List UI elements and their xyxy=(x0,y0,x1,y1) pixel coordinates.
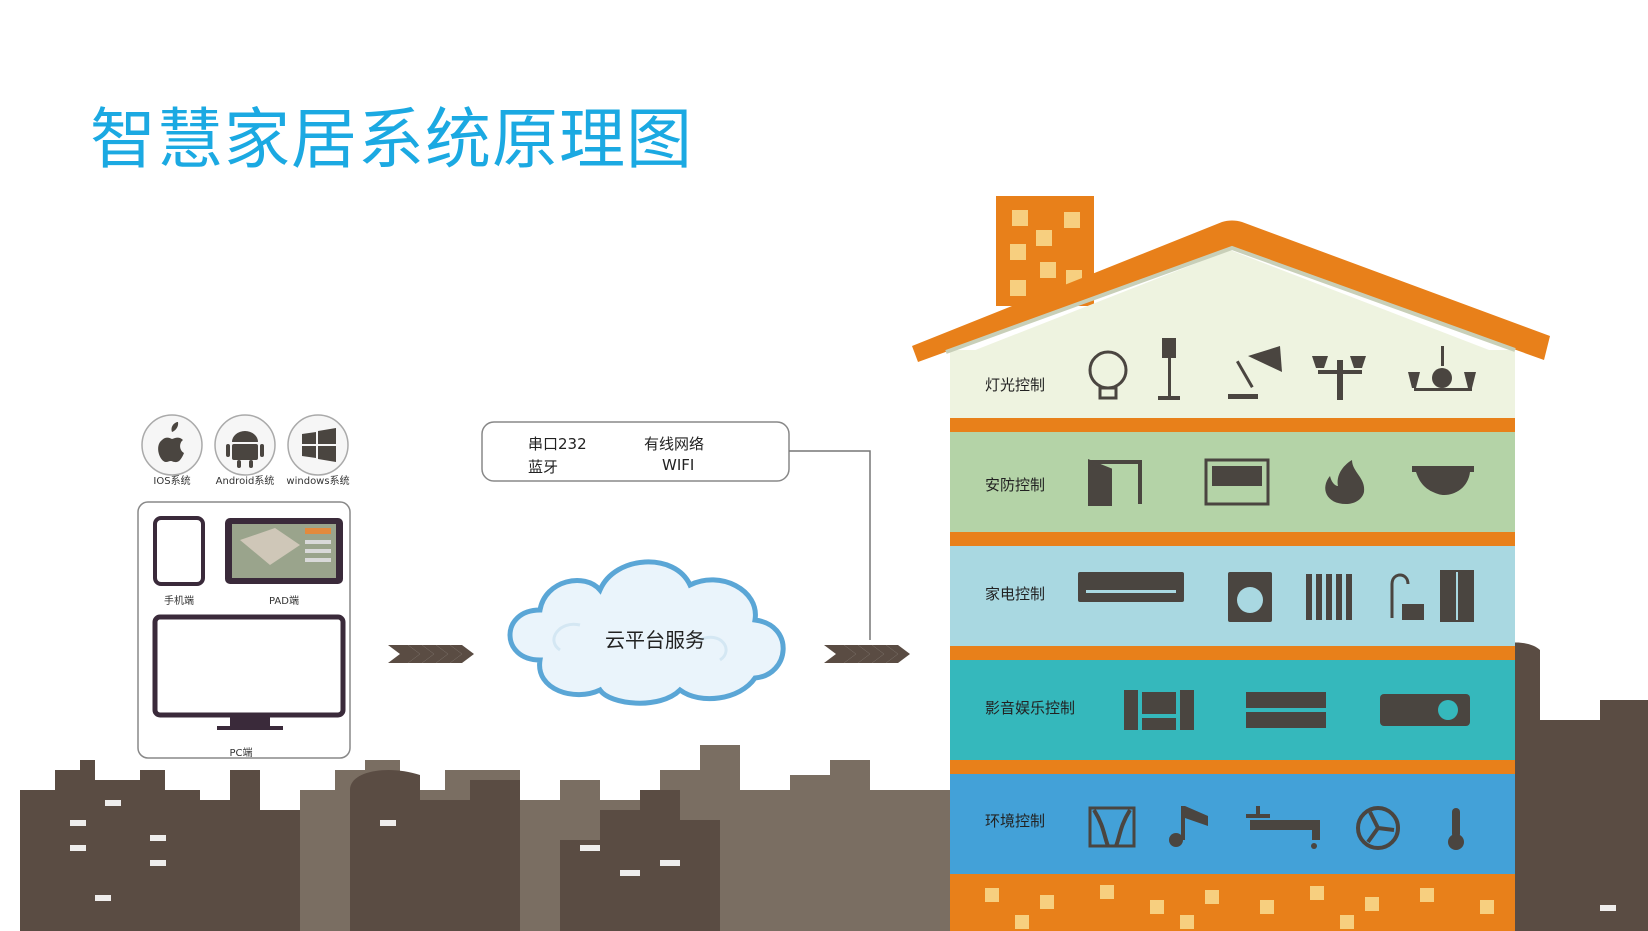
arrow-right-chevrons xyxy=(824,645,910,663)
window-shutter-icon xyxy=(1204,458,1270,506)
os-icons xyxy=(141,414,349,476)
os-label-windows: windows系统 xyxy=(286,476,350,487)
arrow-left-chevrons xyxy=(388,645,474,663)
city-skyline xyxy=(20,642,1648,931)
os-label-ios: IOS系统 xyxy=(153,476,191,487)
desk-lamp-icon xyxy=(1228,346,1282,399)
thermometer-icon xyxy=(1448,808,1464,850)
pc-monitor-icon xyxy=(152,614,346,718)
connection-box xyxy=(481,421,871,640)
dvd-player-icon xyxy=(1246,692,1326,728)
device-label-pc: PC端 xyxy=(229,748,253,759)
device-panel xyxy=(137,501,351,759)
house xyxy=(912,196,1550,931)
conn-bluetooth: 蓝牙 xyxy=(528,458,559,476)
camera-icon xyxy=(1412,466,1474,496)
cloud-icon xyxy=(507,559,786,706)
fan-icon xyxy=(1356,806,1400,850)
floor-label-environment: 环境控制 xyxy=(985,812,1046,830)
cloud-label: 云平台服务 xyxy=(605,628,705,652)
os-label-android: Android系统 xyxy=(215,476,275,487)
floor-lighting xyxy=(950,350,1515,418)
fire-icon xyxy=(1325,460,1365,504)
conn-serial: 串口232 xyxy=(528,435,587,453)
conn-wifi: WIFI xyxy=(662,456,695,474)
projector-icon xyxy=(1380,694,1470,726)
floor-label-appliance: 家电控制 xyxy=(985,585,1046,603)
floor-environment xyxy=(950,774,1515,874)
device-label-phone: 手机端 xyxy=(164,596,194,607)
wall-lamp-icon xyxy=(1312,356,1366,400)
windows-icon xyxy=(287,414,349,476)
page-title: 智慧家居系统原理图 xyxy=(90,101,693,178)
music-icon xyxy=(1169,806,1208,847)
floor-label-security: 安防控制 xyxy=(985,476,1046,494)
curtain-icon xyxy=(1088,806,1136,848)
air-conditioner-icon xyxy=(1078,572,1184,602)
home-theater-icon xyxy=(1124,690,1194,730)
floor-label-entertainment: 影音娱乐控制 xyxy=(985,699,1076,717)
phone-icon xyxy=(153,516,205,586)
roof xyxy=(912,220,1550,362)
floor-lamp-icon xyxy=(1158,338,1180,400)
vacuum-icon xyxy=(1390,573,1424,620)
washing-machine-icon xyxy=(1228,572,1272,622)
fridge-icon xyxy=(1440,570,1474,622)
chandelier-icon xyxy=(1408,346,1476,391)
floor-label-lighting: 灯光控制 xyxy=(985,376,1046,394)
faucet-icon xyxy=(1246,806,1320,849)
bulb-icon xyxy=(1088,350,1128,400)
device-label-pad: PAD端 xyxy=(269,596,299,607)
conn-wired: 有线网络 xyxy=(644,435,705,453)
door-icon xyxy=(1088,459,1142,506)
heater-icon xyxy=(1306,574,1352,620)
